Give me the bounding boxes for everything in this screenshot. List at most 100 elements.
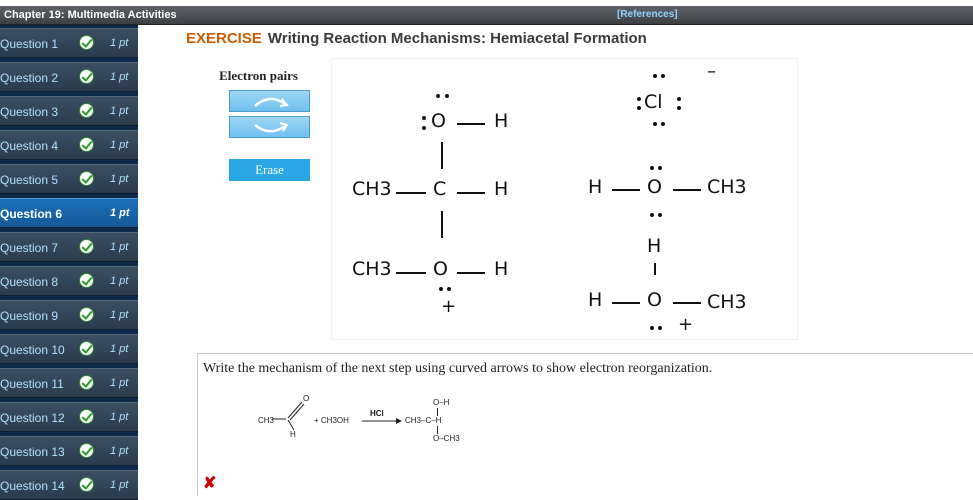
hydrogen-atom[interactable]: H xyxy=(494,178,509,200)
exercise-title: EXERCISE Writing Reaction Mechanisms: Hem… xyxy=(186,30,647,47)
checkmark-icon xyxy=(79,375,94,390)
question-points: 1 pt xyxy=(110,411,129,423)
checkmark-icon xyxy=(79,69,94,84)
bond[interactable] xyxy=(396,192,426,194)
bond[interactable] xyxy=(457,123,485,125)
curved-arrow-clockwise-button[interactable] xyxy=(229,90,310,112)
lone-pair-dot xyxy=(422,126,426,130)
product-methoxy: O–CH3 xyxy=(433,434,460,443)
question-label: Question 1 xyxy=(0,37,59,51)
hydrogen-atom[interactable]: H xyxy=(494,110,509,132)
curved-arrow-counterclockwise-icon xyxy=(254,122,289,133)
bond[interactable] xyxy=(396,272,426,274)
oxygen-atom[interactable]: O xyxy=(431,110,446,132)
lone-pair-dot xyxy=(677,106,681,110)
bond[interactable] xyxy=(654,263,656,275)
question-panel: Write the mechanism of the next step usi… xyxy=(197,353,973,496)
checkmark-icon xyxy=(79,35,94,50)
bond[interactable] xyxy=(673,302,701,304)
question-points: 1 pt xyxy=(110,241,129,253)
hydrogen-atom[interactable]: H xyxy=(588,289,603,311)
bond[interactable] xyxy=(457,192,485,194)
bond[interactable] xyxy=(441,211,443,238)
hydrogen-atom[interactable]: H xyxy=(588,176,603,198)
question-points: 1 pt xyxy=(110,275,129,287)
lone-pair-dot xyxy=(439,287,443,291)
question-points: 1 pt xyxy=(110,71,129,83)
lone-pair-dot xyxy=(422,116,426,120)
lone-pair-dot xyxy=(637,97,641,101)
bond[interactable] xyxy=(457,272,485,274)
incorrect-icon: ✘ xyxy=(203,475,217,492)
oxygen-atom[interactable]: O xyxy=(647,289,662,311)
question-label: Question 9 xyxy=(0,309,59,323)
checkmark-icon xyxy=(79,477,94,492)
question-label: Question 3 xyxy=(0,105,59,119)
erase-button[interactable]: Erase xyxy=(229,159,310,181)
hydrogen-atom[interactable]: H xyxy=(494,258,509,280)
hydrogen-atom[interactable]: H xyxy=(647,235,662,257)
methyl-group[interactable]: CH3 xyxy=(352,258,392,280)
carbon-atom[interactable]: C xyxy=(433,178,447,200)
bond[interactable] xyxy=(612,302,640,304)
question-label: Question 6 xyxy=(0,207,63,221)
palette-title: Electron pairs xyxy=(219,68,298,83)
lone-pair-dot xyxy=(445,94,449,98)
negative-charge: – xyxy=(707,61,716,82)
electron-pairs-palette: Electron pairs Erase xyxy=(206,59,311,181)
product-hydroxyl: O–H xyxy=(433,398,450,407)
chloride-ion[interactable]: Cl xyxy=(644,91,663,113)
lone-pair-dot xyxy=(658,326,662,330)
question-points: 1 pt xyxy=(110,309,129,321)
lone-pair-dot xyxy=(653,122,657,126)
sidebar-question-9[interactable]: Question 9 1 pt xyxy=(0,300,138,330)
methanol-reagent: + CH3OH xyxy=(314,416,349,425)
bond[interactable] xyxy=(673,189,701,191)
methyl-group[interactable]: CH3 xyxy=(707,291,747,313)
checkmark-icon xyxy=(79,307,94,322)
exercise-heading: Writing Reaction Mechanisms: Hemiacetal … xyxy=(267,30,647,47)
oxygen-atom[interactable]: O xyxy=(647,176,662,198)
bond[interactable] xyxy=(441,142,443,169)
checkmark-icon xyxy=(79,103,94,118)
question-points: 1 pt xyxy=(110,139,129,151)
question-label: Question 13 xyxy=(0,445,65,459)
checkmark-icon xyxy=(79,409,94,424)
reactant-hydrogen: H xyxy=(290,430,296,439)
mechanism-canvas[interactable]: O H CH3 C H CH3 O H + Cl – H O CH3 H H O… xyxy=(332,59,797,339)
bond[interactable] xyxy=(612,189,640,191)
lone-pair-dot xyxy=(436,94,440,98)
sidebar-question-13[interactable]: Question 13 1 pt xyxy=(0,436,138,466)
lone-pair-dot xyxy=(658,166,662,170)
methyl-group[interactable]: CH3 xyxy=(707,176,747,198)
reaction-arrow-icon xyxy=(362,418,402,424)
question-points: 1 pt xyxy=(110,445,129,457)
exercise-label: EXERCISE xyxy=(186,30,262,47)
reactant-methyl: CH3 xyxy=(258,416,275,425)
lone-pair-dot xyxy=(653,74,657,78)
lone-pair-dot xyxy=(658,213,662,217)
oxygen-atom[interactable]: O xyxy=(433,258,448,280)
checkmark-icon xyxy=(79,341,94,356)
question-label: Question 14 xyxy=(0,479,65,493)
checkmark-icon xyxy=(79,137,94,152)
curved-arrow-clockwise-icon xyxy=(254,97,289,107)
product-core: CH3–C–H xyxy=(405,416,442,425)
methyl-group[interactable]: CH3 xyxy=(352,178,392,200)
curved-arrow-counterclockwise-button[interactable] xyxy=(229,116,310,138)
lone-pair-dot xyxy=(447,287,451,291)
references-link[interactable]: [References] xyxy=(617,9,678,20)
